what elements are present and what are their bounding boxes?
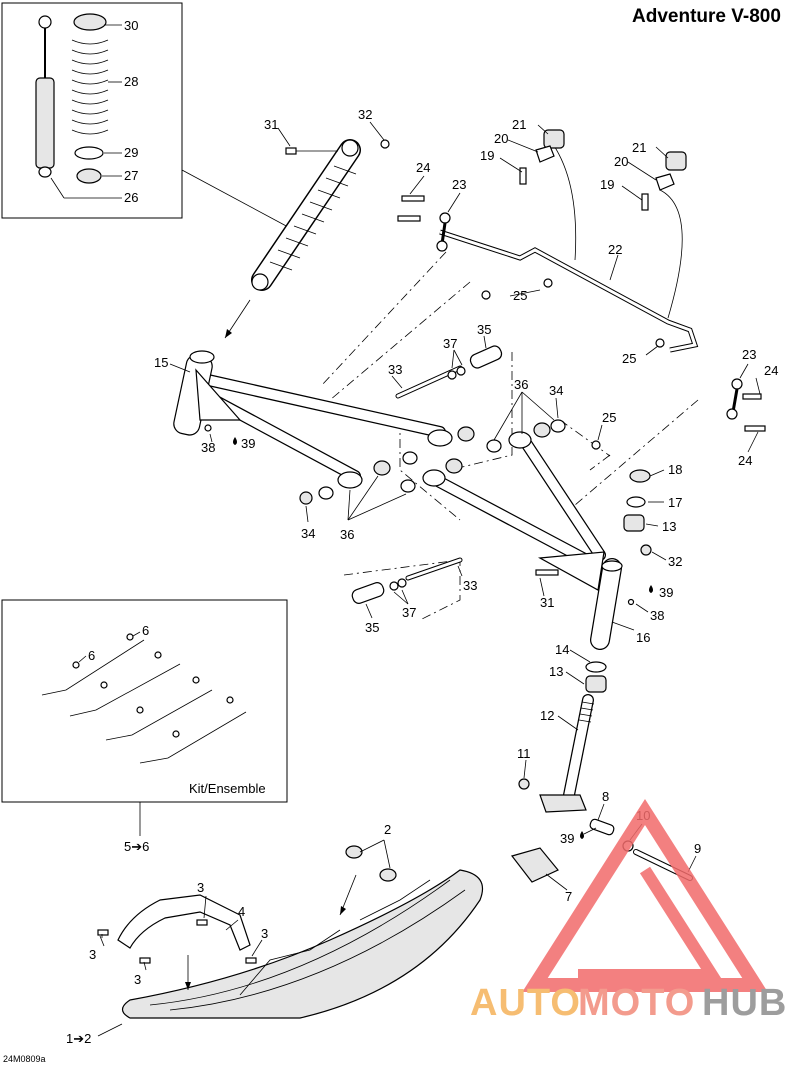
callout-25-c: 25 <box>602 410 616 425</box>
callout-22: 22 <box>608 242 622 257</box>
callout-11: 11 <box>517 746 531 761</box>
callout-3-b: 3 <box>261 926 268 941</box>
callout-32-b: 32 <box>668 554 682 569</box>
upper-shaft-kit <box>391 335 503 399</box>
callout-32-top: 32 <box>358 107 372 122</box>
callout-25-b: 25 <box>622 351 636 366</box>
callout-17: 17 <box>668 495 682 510</box>
callout-12: 12 <box>540 708 554 723</box>
callout-33-b: 33 <box>463 578 477 593</box>
callout-3-c: 3 <box>89 947 96 962</box>
callout-8: 8 <box>602 789 609 804</box>
watermark-moto-text: MOTO <box>578 982 695 1024</box>
watermark-auto-text: AUTO <box>470 982 581 1024</box>
callout-23-b: 23 <box>742 347 756 362</box>
sway-bar-assembly <box>397 124 766 453</box>
callout-24-b: 24 <box>764 363 778 378</box>
callout-29: 29 <box>124 145 138 160</box>
callout-9: 9 <box>694 841 701 856</box>
callout-26: 26 <box>124 190 138 205</box>
callout-6-a: 6 <box>142 623 149 638</box>
callout-20-a: 20 <box>494 131 508 146</box>
callout-3-a: 3 <box>197 880 204 895</box>
callout-24-c: 24 <box>738 453 752 468</box>
callout-28: 28 <box>124 74 138 89</box>
callout-30: 30 <box>124 18 138 33</box>
grease-drop-icon <box>649 585 653 593</box>
callout-27: 27 <box>124 168 138 183</box>
callout-31-b: 31 <box>540 595 554 610</box>
upper-a-arm <box>169 350 475 523</box>
callout-35-a: 35 <box>477 322 491 337</box>
ski-assembly <box>97 839 484 1037</box>
callout-13-a: 13 <box>662 519 676 534</box>
callout-36-b: 36 <box>514 377 528 392</box>
diagram-title: Adventure V-800 <box>632 6 781 27</box>
callout-18: 18 <box>668 462 682 477</box>
callout-25-a: 25 <box>513 288 527 303</box>
kit-label: Kit/Ensemble <box>189 781 266 796</box>
callout-21-a: 21 <box>512 117 526 132</box>
callout-13-b: 13 <box>549 664 563 679</box>
callout-5-6: 5➔6 <box>124 839 149 854</box>
lower-shaft-kit <box>351 557 463 619</box>
callout-34-a: 34 <box>301 526 315 541</box>
grease-drop-icon <box>580 831 584 839</box>
drawing-reference: 24M0809a <box>3 1054 46 1064</box>
callout-37-a: 37 <box>443 336 457 351</box>
callout-7: 7 <box>565 889 572 904</box>
callout-2: 2 <box>384 822 391 837</box>
callout-1-2: 1➔2 <box>66 1031 91 1046</box>
alignment-lines <box>321 251 699 621</box>
shock-assembly <box>181 121 390 339</box>
callout-31-top: 31 <box>264 117 278 132</box>
lower-a-arm <box>422 391 606 591</box>
watermark-logo: AUTO MOTO HUB <box>470 798 787 1024</box>
callout-14: 14 <box>555 642 569 657</box>
callout-19-a: 19 <box>480 148 494 163</box>
callout-15: 15 <box>154 355 168 370</box>
callout-16: 16 <box>636 630 650 645</box>
callout-6-b: 6 <box>88 648 95 663</box>
callout-38-b: 38 <box>650 608 664 623</box>
callout-4: 4 <box>238 904 245 919</box>
callout-36-a: 36 <box>340 527 354 542</box>
callout-39-a: 39 <box>241 436 255 451</box>
callout-35-b: 35 <box>365 620 379 635</box>
callout-24-a: 24 <box>416 160 430 175</box>
callout-23-a: 23 <box>452 177 466 192</box>
callout-39-c: 39 <box>560 831 574 846</box>
callout-19-b: 19 <box>600 177 614 192</box>
runner-kit-inset <box>1 599 288 803</box>
callout-37-b: 37 <box>402 605 416 620</box>
spindle-assembly <box>510 469 697 891</box>
callout-3-d: 3 <box>134 972 141 987</box>
shock-inset <box>1 2 183 219</box>
callout-34-b: 34 <box>549 383 563 398</box>
watermark-hub-text: HUB <box>702 982 787 1024</box>
callout-39-b: 39 <box>659 585 673 600</box>
grease-drop-icon <box>233 437 237 445</box>
callout-33-a: 33 <box>388 362 402 377</box>
callout-20-b: 20 <box>614 154 628 169</box>
callout-21-b: 21 <box>632 140 646 155</box>
callout-38-a: 38 <box>201 440 215 455</box>
